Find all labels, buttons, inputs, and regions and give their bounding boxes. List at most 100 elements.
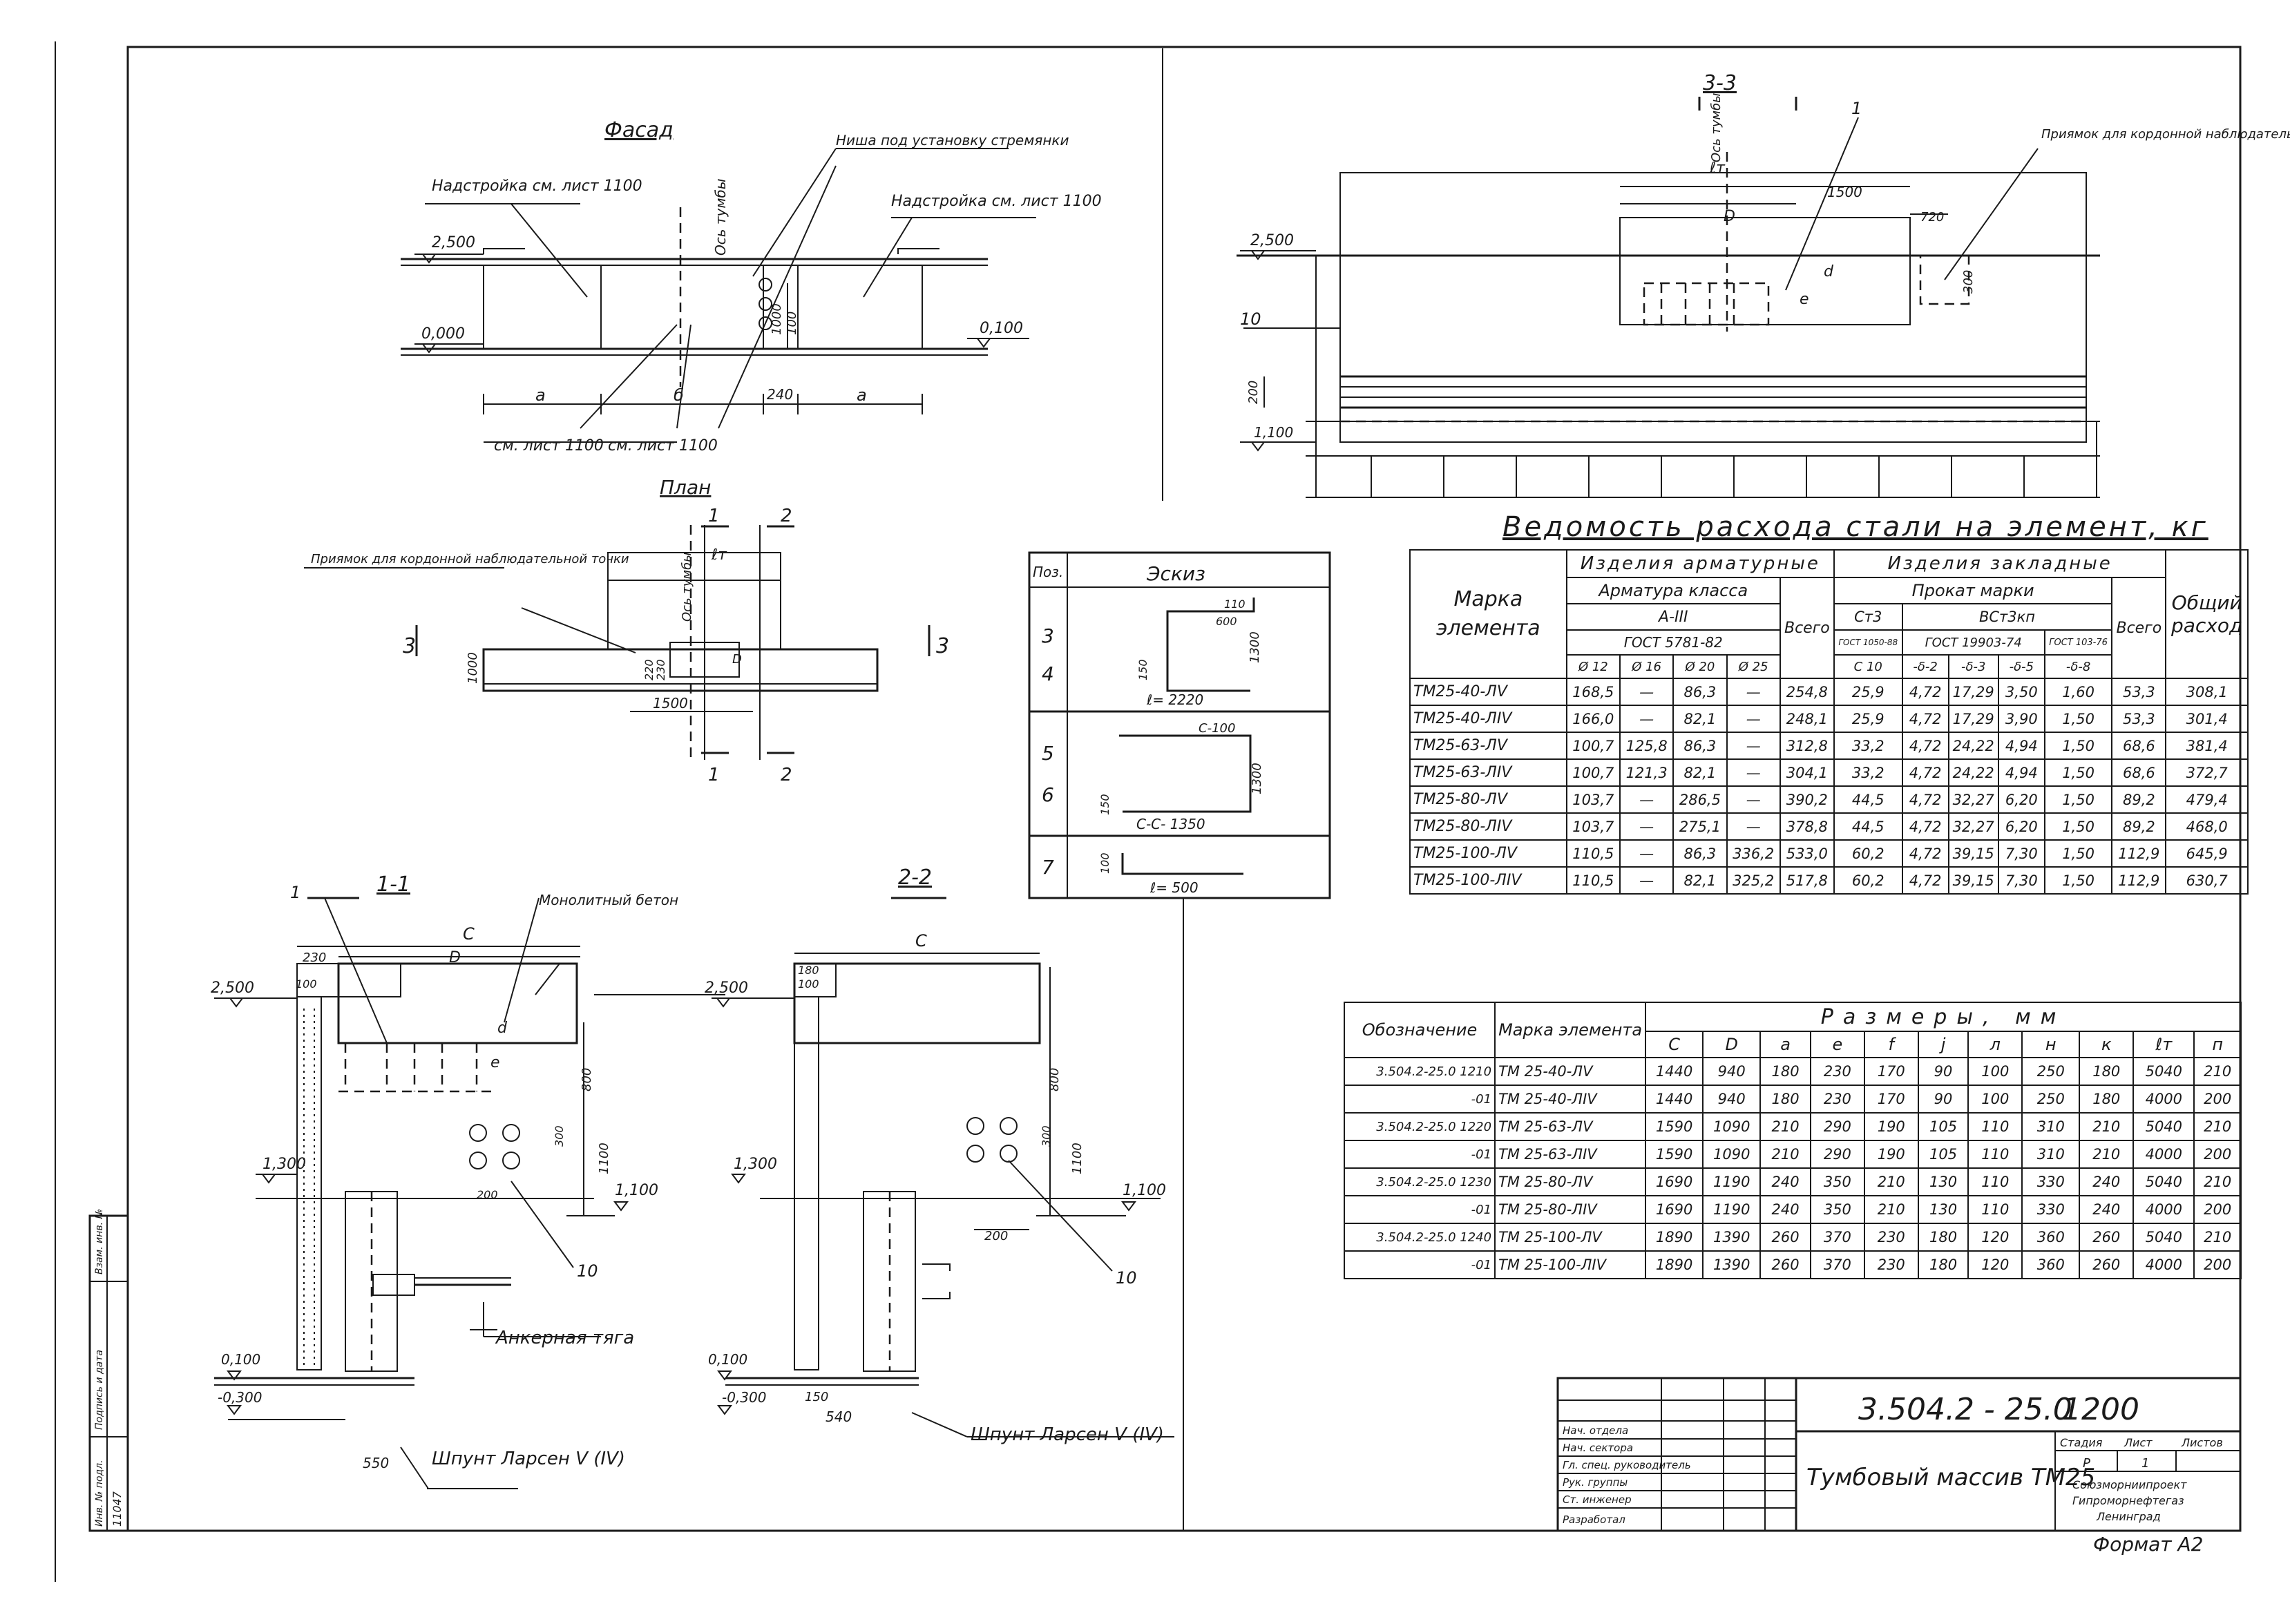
sizes-cell: 940 xyxy=(1702,1057,1762,1086)
sizes-cell: 260 xyxy=(2079,1223,2135,1252)
section-2-2-level-0100: 0,100 xyxy=(708,1351,747,1368)
sizes-cell: 1590 xyxy=(1645,1140,1704,1169)
section-3-3-axis: Ось тумбы xyxy=(1709,93,1724,162)
detail-7-sketch xyxy=(1121,853,1243,875)
sizes-row-code: 3.504.2-25.0 1210 xyxy=(1343,1057,1496,1086)
sizes-cell: 180 xyxy=(1759,1085,1811,1114)
steel-cell: 372,7 xyxy=(2165,758,2249,787)
sizes-cell: 940 xyxy=(1702,1085,1762,1114)
plan-callout: Приямок для кордонной наблюдательной точ… xyxy=(311,552,629,566)
section-2-2-view xyxy=(712,897,1184,1531)
steel-cell: 112,9 xyxy=(2111,839,2167,868)
steel-row-mark: ТМ25-63-ЛV xyxy=(1409,732,1567,760)
plan-title: План xyxy=(660,476,711,499)
steel-cell: — xyxy=(1726,678,1781,706)
sizes-cell: 240 xyxy=(1759,1167,1811,1196)
section-2-2-dim-540: 540 xyxy=(826,1408,852,1425)
section-2-2-callout-sheet: Шпунт Ларсен V (IV) xyxy=(971,1424,1164,1445)
steel-cell: 103,7 xyxy=(1565,785,1621,814)
plan-dim-d: D xyxy=(732,652,742,667)
steel-col-head: -δ-8 xyxy=(2043,654,2113,679)
sizes-cell: 310 xyxy=(2021,1112,2081,1141)
approval-row-4: Рук. группы xyxy=(1563,1476,1628,1489)
section-1-1-item-1: 1 xyxy=(290,883,300,902)
steel-cell: 1,60 xyxy=(2043,678,2113,706)
sizes-cell: 190 xyxy=(1863,1140,1919,1169)
sizes-cell: 120 xyxy=(1967,1250,2023,1279)
steel-cell: 166,0 xyxy=(1565,705,1621,733)
sizes-cell: 200 xyxy=(2193,1140,2242,1169)
steel-cell: — xyxy=(1726,758,1781,787)
facade-ref-left: см. лист 1100 xyxy=(494,437,604,455)
steel-cell: — xyxy=(1726,705,1781,733)
sizes-cell: 210 xyxy=(1759,1140,1811,1169)
sizes-row-mark: ТМ 25-80-ЛIV xyxy=(1494,1195,1647,1224)
steel-cell: 121,3 xyxy=(1619,758,1674,787)
details-row-1-pos-b: 4 xyxy=(1042,662,1054,685)
steel-head-st3: Ст3 xyxy=(1833,603,1903,631)
section-1-1-title: 1-1 xyxy=(376,872,410,897)
steel-cell: — xyxy=(1619,839,1674,868)
section-2-2-title: 2-2 xyxy=(898,866,932,890)
steel-cell: 86,3 xyxy=(1672,732,1728,760)
sizes-cell: 100 xyxy=(1967,1057,2023,1086)
steel-cell: 4,94 xyxy=(1997,732,2045,760)
steel-cell: 82,1 xyxy=(1672,866,1728,895)
section-2-2-level-1300: 1,300 xyxy=(734,1156,777,1173)
sheet-number: 1200 xyxy=(2062,1392,2139,1427)
details-row-3-total: ℓ= 500 xyxy=(1149,879,1199,896)
section-1-1-item-10: 10 xyxy=(577,1261,598,1281)
steel-cell: 125,8 xyxy=(1619,732,1674,760)
steel-cell: 390,2 xyxy=(1779,785,1835,814)
steel-cell: 17,29 xyxy=(1947,705,1999,733)
steel-cell: 1,50 xyxy=(2043,785,2113,814)
details-row-3-pos: 7 xyxy=(1042,856,1054,879)
title-block xyxy=(1556,1377,2242,1532)
steel-cell: 24,22 xyxy=(1947,758,1999,787)
details-row-2-dim-b: 1300 xyxy=(1250,763,1264,794)
section-3-3-dim-720: 720 xyxy=(1920,210,1944,225)
sizes-cell: 310 xyxy=(2021,1140,2081,1169)
sizes-cell: 350 xyxy=(1809,1195,1865,1224)
section-2-2-dim-300: 300 xyxy=(1040,1125,1053,1147)
steel-row-mark: ТМ25-100-ЛV xyxy=(1409,839,1567,868)
section-1-1-dim-550: 550 xyxy=(363,1455,389,1471)
sizes-head-mark: Марка элемента xyxy=(1494,1002,1647,1058)
steel-head-rebar-class: Арматура класса xyxy=(1565,577,1781,604)
sizes-cell: 210 xyxy=(2193,1112,2242,1141)
section-1-1-dim-200: 200 xyxy=(477,1188,498,1201)
steel-col-head: Ø 20 xyxy=(1672,654,1728,679)
detail-5-6-sketch xyxy=(1119,734,1252,813)
steel-cell: 68,6 xyxy=(2111,758,2167,787)
steel-cell: 308,1 xyxy=(2165,678,2249,706)
sizes-cell: 105 xyxy=(1917,1140,1969,1169)
sizes-cell: 230 xyxy=(1863,1223,1919,1252)
sizes-cell: 190 xyxy=(1863,1112,1919,1141)
steel-cell: 1,50 xyxy=(2043,705,2113,733)
steel-cell: — xyxy=(1619,812,1674,841)
sizes-cell: 5040 xyxy=(2132,1223,2195,1252)
sizes-cell: 1390 xyxy=(1702,1250,1762,1279)
sizes-row-mark: ТМ 25-63-ЛV xyxy=(1494,1112,1647,1141)
steel-cell: 33,2 xyxy=(1833,732,1903,760)
steel-cell: 25,9 xyxy=(1833,705,1903,733)
steel-cell: 44,5 xyxy=(1833,785,1903,814)
details-row-1-dim-d: 150 xyxy=(1136,659,1149,680)
steel-cell: 312,8 xyxy=(1779,732,1835,760)
section-2-2-dim-150: 150 xyxy=(805,1390,828,1404)
sizes-col-head: e xyxy=(1809,1031,1865,1058)
details-row-1-total: ℓ= 2220 xyxy=(1146,691,1203,708)
steel-cell: 24,22 xyxy=(1947,732,1999,760)
steel-head-gost1: ГОСТ 5781-82 xyxy=(1565,629,1781,656)
steel-cell: 533,0 xyxy=(1779,839,1835,868)
stamp-col-stage: Стадия xyxy=(2060,1436,2103,1449)
plan-lm: ℓт xyxy=(711,546,727,564)
side-stamp-inv: Инв. № подл. xyxy=(94,1460,105,1527)
steel-table-title: Ведомость расхода стали на элемент, кг xyxy=(1502,511,2208,543)
steel-cell: 17,29 xyxy=(1947,678,1999,706)
sizes-cell: 290 xyxy=(1809,1140,1865,1169)
